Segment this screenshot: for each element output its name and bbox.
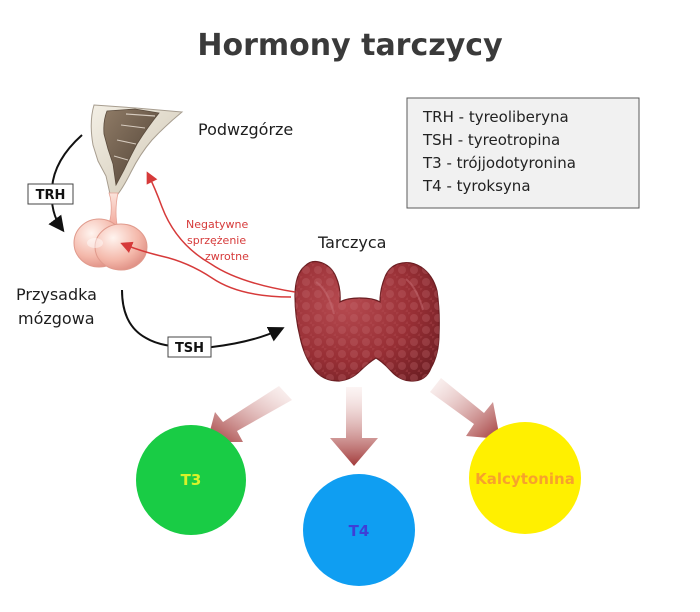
negative-feedback-arrow-to-pituitary xyxy=(120,241,292,298)
negative-feedback-arrow-to-hypothalamus xyxy=(146,171,296,293)
tsh-box xyxy=(167,336,212,358)
trh-arrow xyxy=(48,134,83,233)
pituitary-illustration xyxy=(73,192,148,271)
feedback-label-line2: sprzężenie xyxy=(187,234,246,247)
thyroid-illustration xyxy=(294,260,440,382)
arrow-to-calcitonin xyxy=(430,378,500,439)
tsh-box-label: TSH xyxy=(175,341,204,356)
calcitonin-label: Kalcytonina xyxy=(475,470,575,488)
pituitary-label-line1: Przysadka xyxy=(16,285,97,304)
feedback-label-line3: zwrotne xyxy=(205,250,249,263)
trh-box xyxy=(27,183,74,205)
legend-box: TRH - tyreoliberyna TSH - tyreotropina T… xyxy=(406,97,640,209)
legend-item-trh: TRH - tyreoliberyna xyxy=(422,108,569,126)
legend-item-tsh: TSH - tyreotropina xyxy=(422,131,560,149)
page-title: Hormony tarczycy xyxy=(197,28,503,63)
calcitonin-circle xyxy=(469,422,581,534)
legend-item-t3: T3 - trójjodotyronina xyxy=(422,154,576,172)
t3-circle xyxy=(136,425,246,535)
legend-item-t4: T4 - tyroksyna xyxy=(422,177,531,195)
feedback-label-line1: Negatywne xyxy=(186,218,249,231)
hypothalamus-label: Podwzgórze xyxy=(198,120,293,139)
hypothalamus-illustration xyxy=(90,104,184,195)
t4-node: T4 xyxy=(303,474,415,586)
t3-label: T3 xyxy=(181,471,202,489)
arrow-to-t4 xyxy=(330,387,378,466)
arrow-to-t3 xyxy=(207,386,292,442)
t3-node: T3 xyxy=(136,425,246,535)
thyroid-label: Tarczyca xyxy=(317,233,386,252)
pituitary-label-line2: mózgowa xyxy=(18,309,95,328)
t4-label: T4 xyxy=(349,522,370,540)
trh-box-label: TRH xyxy=(36,188,66,203)
t4-circle xyxy=(303,474,415,586)
calcitonin-node: Kalcytonina xyxy=(469,422,581,534)
